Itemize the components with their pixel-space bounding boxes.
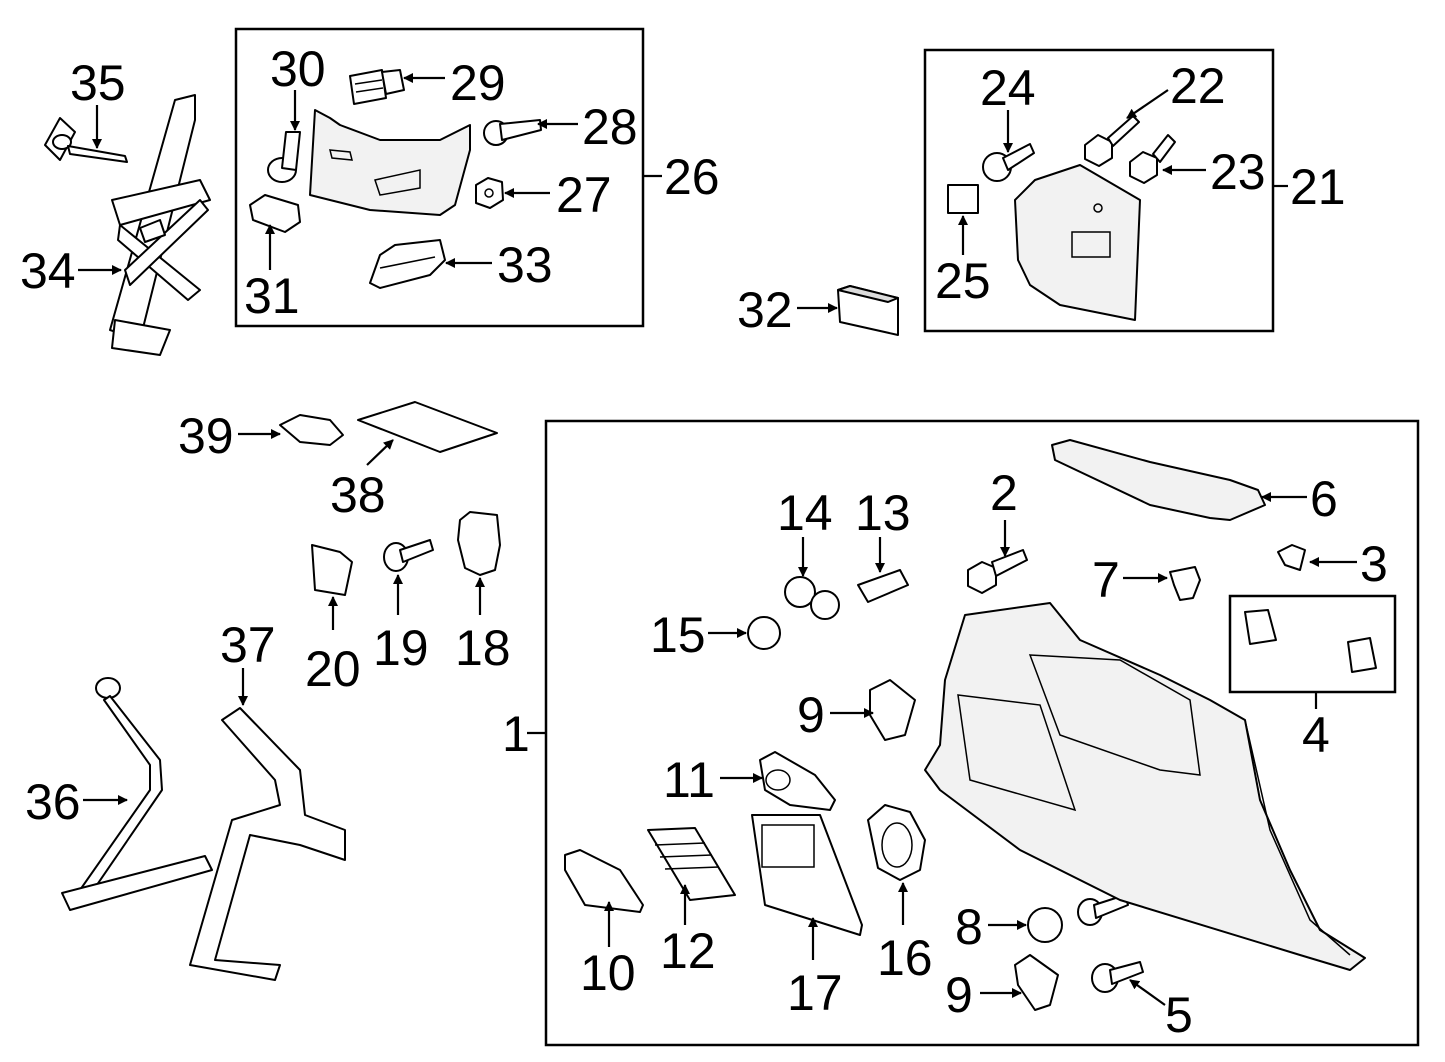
scissor-jack-part	[109, 94, 211, 356]
callout-11: 11	[663, 752, 715, 808]
callout-15: 15	[650, 607, 706, 663]
speaker-ring-16-part	[867, 804, 926, 881]
callout-1: 1	[502, 706, 530, 762]
lug-wrench-part	[61, 677, 213, 911]
callout-31: 31	[244, 268, 300, 324]
callout-5: 5	[1165, 987, 1193, 1043]
callout-36: 36	[25, 774, 81, 830]
panel-17-part	[751, 814, 863, 936]
callout-17: 17	[787, 965, 843, 1021]
trim-6-part	[1051, 439, 1266, 521]
push-pin-24-part	[982, 143, 1035, 182]
plug-13-part	[857, 569, 909, 603]
group-box-21	[923, 48, 1275, 333]
bolt-2-part	[967, 549, 1028, 594]
push-pin-30-part	[267, 131, 301, 183]
callout-3: 3	[1360, 536, 1388, 592]
callout-7: 7	[1092, 552, 1120, 608]
clip-39-part	[279, 414, 344, 446]
group-box-26	[234, 27, 645, 328]
callout-29: 29	[450, 55, 506, 111]
pad-38-part	[357, 401, 498, 453]
cover-10-part	[564, 849, 644, 913]
callout-9b: 9	[945, 967, 973, 1023]
nut-4a-part	[1244, 609, 1277, 645]
bolt-22-part	[1084, 115, 1140, 167]
clip-3-part	[1277, 544, 1306, 571]
callout-8: 8	[955, 899, 983, 955]
bezel-11-part	[759, 751, 836, 811]
callout-20: 20	[305, 641, 361, 697]
callout-16: 16	[877, 930, 933, 986]
callout-9a: 9	[797, 687, 825, 743]
callout-21: 21	[1290, 159, 1346, 215]
group-box-4	[1228, 594, 1397, 694]
clip-31-part	[249, 194, 301, 233]
nut-27-part	[475, 177, 504, 209]
callout-23: 23	[1210, 144, 1266, 200]
bracket-9a-part	[869, 679, 916, 741]
callout-10: 10	[580, 945, 636, 1001]
callout-25: 25	[935, 253, 991, 309]
callout-37: 37	[220, 617, 276, 673]
callout-14: 14	[777, 485, 833, 541]
callout-19: 19	[373, 620, 429, 676]
callout-22: 22	[1170, 58, 1226, 114]
bolt-23-part	[1129, 134, 1176, 184]
callout-28: 28	[582, 99, 638, 155]
trim-panel-21-part	[1014, 164, 1141, 321]
tool-holder-part	[189, 707, 346, 981]
callout-4: 4	[1302, 707, 1330, 763]
callout-38: 38	[330, 467, 386, 523]
nut-4b-part	[1347, 637, 1377, 673]
push-pin-28-part	[483, 119, 542, 146]
arrow-5	[1129, 979, 1166, 1006]
callout-34: 34	[20, 243, 76, 299]
label-25-part	[947, 184, 979, 214]
arrow-38	[366, 439, 394, 466]
handle-33-part	[369, 239, 446, 289]
callout-6: 6	[1310, 471, 1338, 527]
callout-24: 24	[980, 60, 1036, 116]
push-pin-19-part	[383, 539, 434, 572]
callout-39: 39	[178, 408, 234, 464]
block-32-part	[837, 285, 899, 336]
quarter-trim-panel-part	[924, 602, 1366, 971]
callout-30: 30	[270, 41, 326, 97]
callout-18: 18	[455, 620, 511, 676]
grille-12-part	[647, 827, 736, 901]
callout-35: 35	[70, 55, 126, 111]
callout-26: 26	[664, 149, 720, 205]
retainer-7-part	[1169, 566, 1201, 601]
callout-27: 27	[556, 167, 612, 223]
callout-32: 32	[737, 282, 793, 338]
cap-18-part	[457, 511, 501, 576]
cap-8-part	[1027, 907, 1063, 943]
callout-33: 33	[497, 237, 553, 293]
jack-handle-key-part	[44, 117, 128, 163]
cap-15-part	[747, 616, 781, 650]
push-pin-5-part	[1091, 961, 1144, 993]
retainer-29-part	[349, 69, 405, 105]
clip-20-part	[311, 544, 353, 596]
bracket-9b-part	[1014, 954, 1059, 1011]
trim-panel-26-part	[309, 109, 471, 216]
arrow-22	[1126, 89, 1169, 119]
callout-2: 2	[990, 465, 1018, 521]
callout-12: 12	[660, 923, 716, 979]
callout-13: 13	[855, 485, 911, 541]
grommet-14-part	[784, 576, 840, 620]
